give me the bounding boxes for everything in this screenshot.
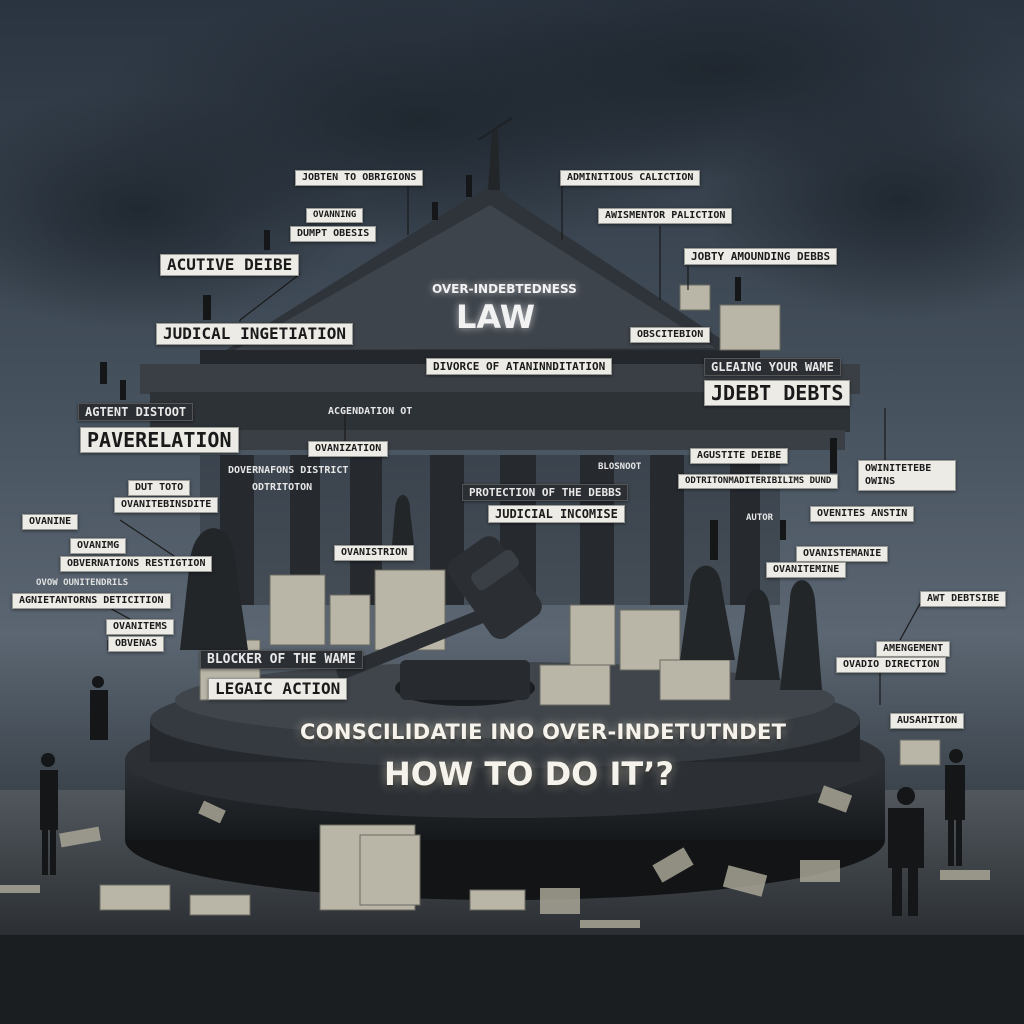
label-judicial-incomise: JUDICIAL INCOMISE xyxy=(488,505,625,523)
label-dumpt-obesis: DUMPT OBESIS xyxy=(290,226,377,242)
label-clearing-your-name: GLEAING YOUR WAME xyxy=(704,358,841,376)
label-ovenites-anstin: OVENITES ANSTIN xyxy=(810,506,915,522)
label-ovanine: OVANINE xyxy=(22,514,79,530)
headline-line-2: HOW TO DO IT’? xyxy=(384,755,674,793)
gavel xyxy=(336,536,542,706)
label-amengement: AMENGEMENT xyxy=(876,641,951,657)
label-ovanning: OVANNING xyxy=(306,208,364,223)
label-blocker-of-the-name: BLOCKER OF THE WAME xyxy=(200,650,363,669)
label-divorce: DIVORCE OF ATANINNDITATION xyxy=(426,358,613,375)
label-acgendation: ACGENDATION OT xyxy=(328,406,413,417)
label-obscitebion: OBSCITEBION xyxy=(630,327,711,343)
roof-title: LAW xyxy=(456,298,536,336)
label-agnietantorns: AGNIETANTORNS DETICITION xyxy=(12,593,171,609)
label-ovanimg: OVANIMG xyxy=(70,538,127,554)
label-protection-of-debts: PROTECTION OF THE DEBBS xyxy=(462,484,629,501)
label-odtritonmaditeribilims: ODTRITONMADITERIBILIMS DUND xyxy=(678,474,839,489)
label-agent-district: AGTENT DISTOOT xyxy=(78,403,194,421)
label-ovanitemine: OVANITEMINE xyxy=(766,562,847,578)
label-blosnoot: BLOSNOOT xyxy=(598,462,642,472)
label-agustite-debt: AGUSTITE DEIBE xyxy=(690,448,789,464)
roof-subtitle: OVER-INDEBTEDNESS xyxy=(432,282,577,296)
headline-line-1: CONSCILIDATIE INO OVER-INDETUTNDET xyxy=(300,720,787,744)
label-ovanitebinsdite: OVANITEBINSDITE xyxy=(114,497,219,513)
people xyxy=(40,175,965,916)
label-administrative-collection: ADMINITIOUS CALICTION xyxy=(560,170,701,186)
money-stacks xyxy=(99,284,941,916)
label-odtritoton: ODTRITOTON xyxy=(252,482,313,493)
label-ovanization: OVANIZATION xyxy=(308,441,389,457)
label-obvenas: OBVENAS xyxy=(108,636,165,652)
label-judicial-negotiation: JUDICAL INGETIATION xyxy=(156,323,354,345)
label-dut-toto: DUT TOTO xyxy=(128,480,191,496)
label-ovadio-direction: OVADIO DIRECTION xyxy=(836,657,947,673)
label-acutive-debt: ACUTIVE DEIBE xyxy=(160,254,300,276)
label-owinitetebe: OWINITETEBE OWINS xyxy=(858,460,956,491)
label-ovow-ounitendrils: OVOW OUNITENDRILS xyxy=(36,578,129,588)
label-debt-debts: JDEBT DEBTS xyxy=(704,380,851,406)
label-jobty-amounding: JOBTY AMOUNDING DEBBS xyxy=(684,248,838,265)
label-autor: AUTOR xyxy=(746,513,774,523)
scattered-bills xyxy=(0,785,990,928)
label-obligations: JOBTEN TO OBRIGIONS xyxy=(295,170,424,186)
statues xyxy=(180,117,822,690)
label-obvernations: OBVERNATIONS RESTIGTION xyxy=(60,556,213,572)
label-awisment-paliction: AWISMENTOR PALICTION xyxy=(598,208,733,224)
label-awt-debtsibe: AWT DEBTSIBE xyxy=(920,591,1007,607)
label-ausahition: AUSAHITION xyxy=(890,713,965,729)
label-ovanistemanie: OVANISTEMANIE xyxy=(796,546,889,562)
label-ovanitems: OVANITEMS xyxy=(106,619,175,635)
label-dovernafons-district: DOVERNAFONS DISTRICT xyxy=(228,465,349,476)
label-paverelation: PAVERELATION xyxy=(80,427,239,453)
label-legal-action: LEGAIC ACTION xyxy=(208,678,348,700)
label-ovanistrion: OVANISTRION xyxy=(334,545,415,561)
